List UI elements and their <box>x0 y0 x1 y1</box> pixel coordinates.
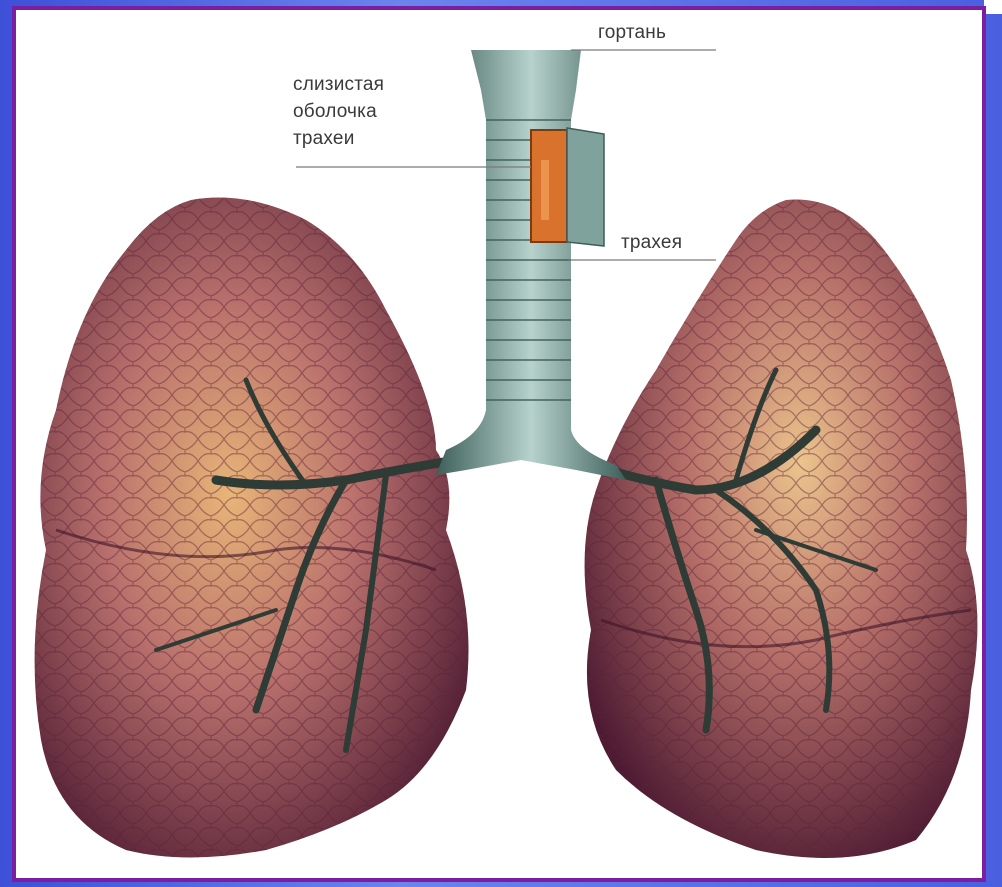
trachea <box>436 50 626 480</box>
diagram-frame: гортань слизистая оболочка трахеи трахея <box>12 6 986 882</box>
larynx-label: гортань <box>598 20 666 46</box>
lungs-illustration <box>16 10 982 878</box>
mucosa-label-line1: слизистая <box>293 72 384 98</box>
right-lung <box>585 200 978 859</box>
mucosa-label-line3: трахеи <box>293 126 355 152</box>
mucosa-label-line2: оболочка <box>293 99 377 125</box>
trachea-label: трахея <box>621 230 682 256</box>
left-lung <box>35 198 469 858</box>
corner-panel <box>984 0 1002 14</box>
